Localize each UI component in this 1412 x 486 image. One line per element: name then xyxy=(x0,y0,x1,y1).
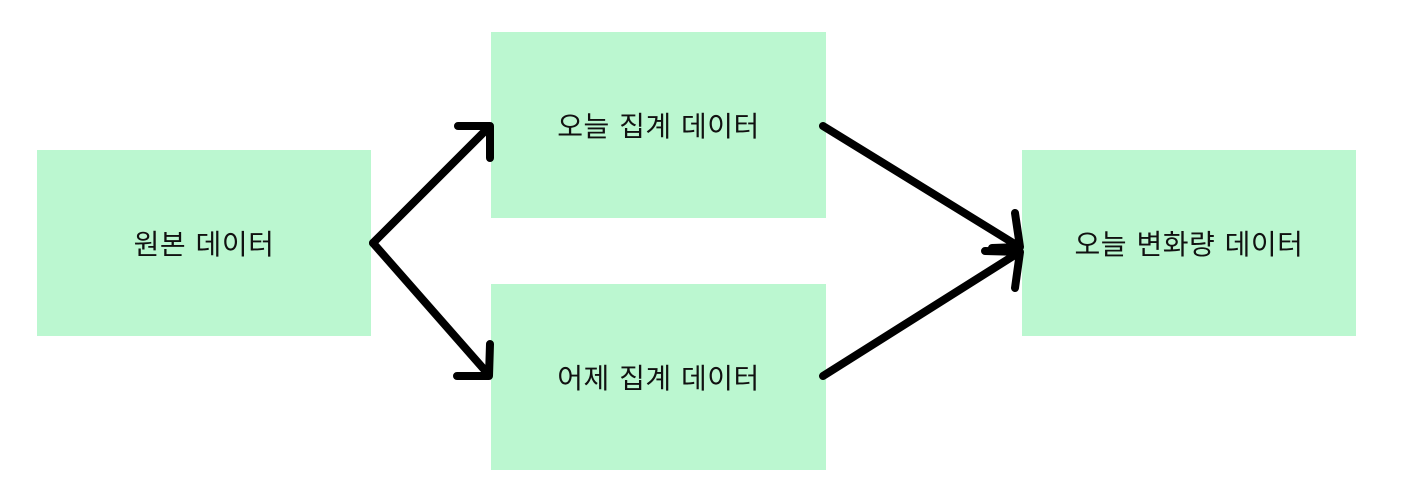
yesterday-aggregate-node: 어제 집계 데이터 xyxy=(491,284,826,470)
today-delta-label: 오늘 변화량 데이터 xyxy=(1074,228,1304,261)
arrow-today-to-delta xyxy=(819,122,1024,252)
today-delta-node: 오늘 변화량 데이터 xyxy=(1022,150,1356,336)
today-aggregate-label: 오늘 집계 데이터 xyxy=(557,110,760,143)
arrow-yesterday-to-delta xyxy=(819,247,1024,380)
source-data-label: 원본 데이터 xyxy=(133,228,275,261)
today-aggregate-node: 오늘 집계 데이터 xyxy=(491,32,826,218)
yesterday-aggregate-label: 어제 집계 데이터 xyxy=(557,362,760,395)
arrow-source-to-today xyxy=(369,122,494,247)
arrow-source-to-yesterday xyxy=(369,239,494,380)
source-data-node: 원본 데이터 xyxy=(37,150,371,336)
